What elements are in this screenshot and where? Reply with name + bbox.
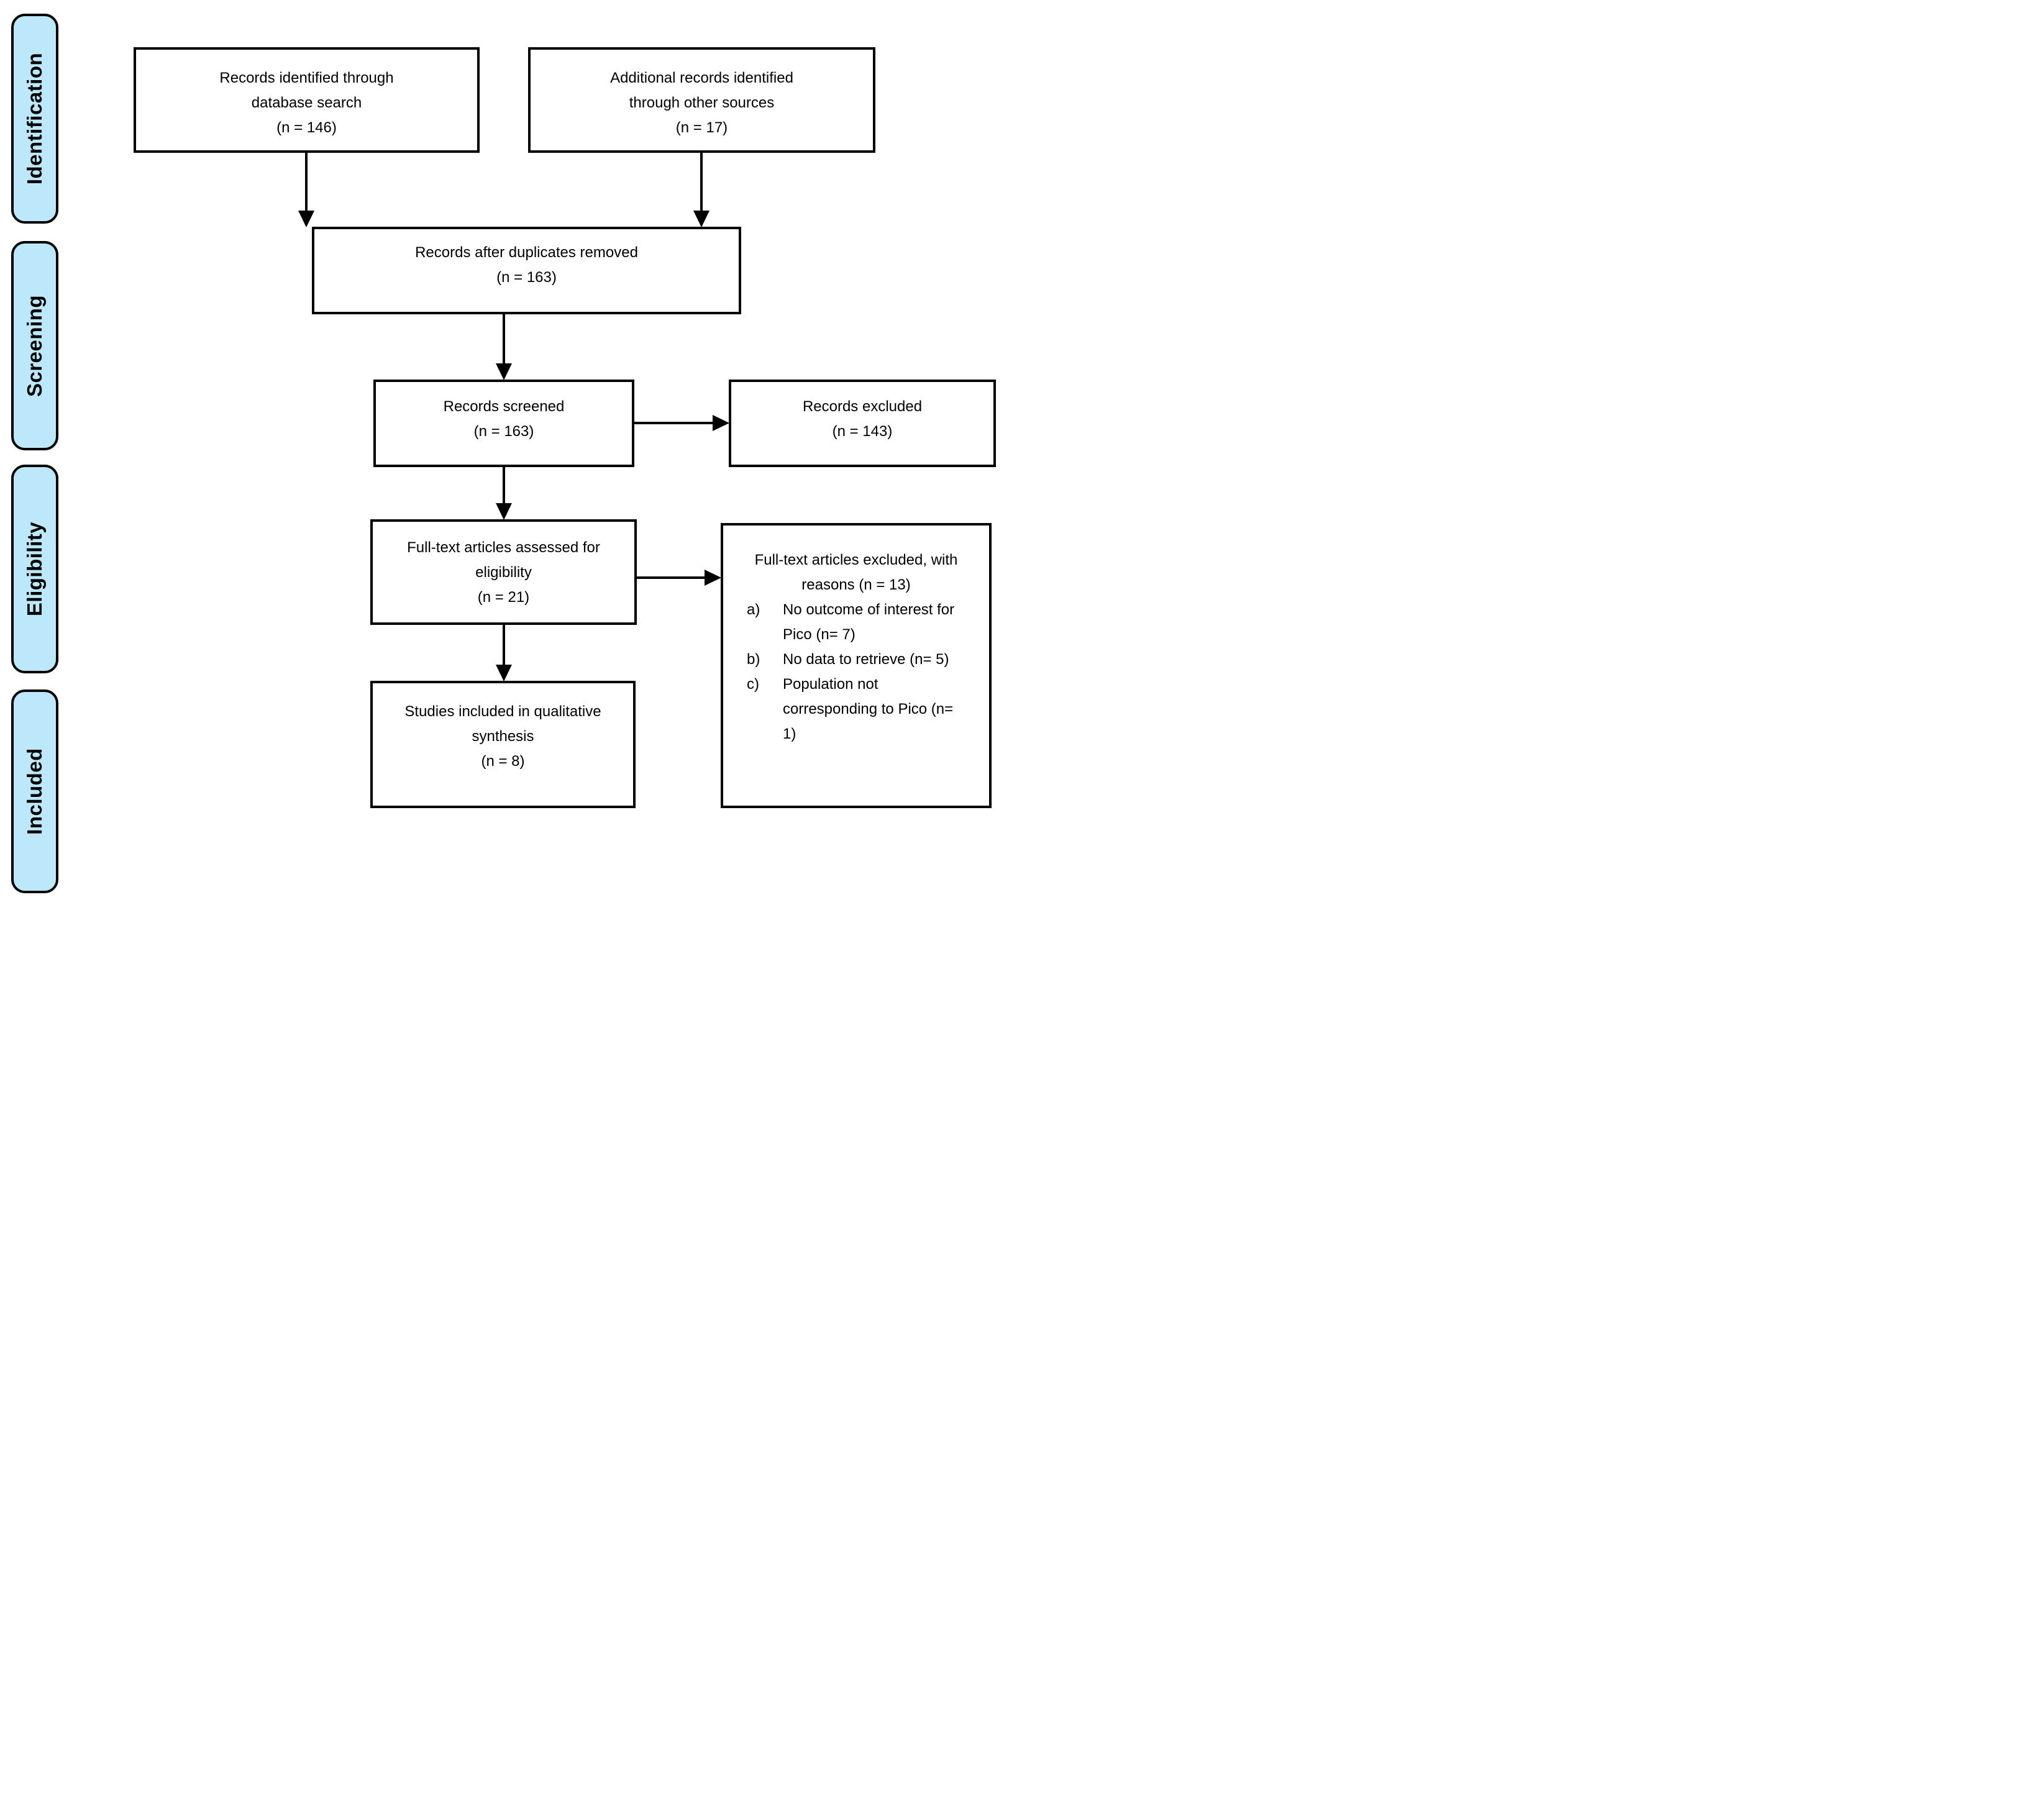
box-records-identified: Records identified through database sear…: [134, 47, 480, 153]
phase-label-identification-text: Identification: [23, 52, 46, 185]
box-fulltext-excluded-line2: reasons (n = 13): [801, 576, 911, 593]
connector-duplicates-to-screened-line: [503, 314, 505, 364]
box-studies-included-line2: synthesis: [472, 728, 534, 745]
box-additional-records-line2: through other sources: [629, 94, 775, 111]
box-duplicates-removed-line1: Records after duplicates removed: [415, 244, 638, 261]
box-duplicates-removed: Records after duplicates removed (n = 16…: [312, 227, 741, 314]
connector-screened-to-excluded-arrowhead: [713, 415, 729, 431]
exclusion-reason-c: c) Population not corresponding to Pico …: [747, 672, 989, 747]
exclusion-reason-a-text: No outcome of interest for Pico (n= 7): [783, 601, 955, 643]
connector-fulltext-to-included-arrowhead: [496, 665, 512, 681]
connector-identified-to-duplicates-arrowhead: [298, 211, 314, 227]
box-studies-included: Studies included in qualitative synthesi…: [370, 681, 636, 808]
prisma-flow-diagram: Identification Screening Eligibility Inc…: [0, 0, 1022, 910]
box-additional-records: Additional records identified through ot…: [528, 47, 875, 153]
exclusion-reason-c-text: Population not corresponding to Pico (n=…: [783, 676, 954, 742]
box-additional-records-count: (n = 17): [675, 119, 728, 136]
exclusion-reason-c-marker: c): [747, 676, 759, 693]
connector-screened-to-fulltext-line: [503, 467, 505, 503]
connector-fulltext-to-excluded-line: [637, 576, 705, 579]
connector-additional-to-duplicates-arrowhead: [693, 211, 709, 227]
box-records-screened-count: (n = 163): [473, 423, 534, 440]
phase-label-screening-text: Screening: [23, 294, 46, 397]
box-records-screened: Records screened (n = 163): [373, 380, 634, 467]
phase-label-screening: Screening: [11, 241, 58, 450]
box-records-identified-count: (n = 146): [276, 119, 337, 136]
exclusion-reason-b-text: No data to retrieve (n= 5): [783, 651, 949, 668]
exclusion-reason-a: a) No outcome of interest for Pico (n= 7…: [747, 598, 989, 647]
box-fulltext-excluded: Full-text articles excluded, with reason…: [721, 523, 992, 808]
box-fulltext-assessed-count: (n = 21): [477, 589, 530, 606]
connector-duplicates-to-screened-arrowhead: [496, 363, 512, 380]
phase-label-included: Included: [11, 689, 58, 893]
phase-label-eligibility-text: Eligibility: [23, 521, 46, 617]
box-duplicates-removed-count: (n = 163): [496, 269, 557, 286]
box-records-excluded-count: (n = 143): [832, 423, 893, 440]
box-fulltext-assessed-line1: Full-text articles assessed for: [407, 539, 600, 556]
exclusion-reason-b: b) No data to retrieve (n= 5): [747, 647, 989, 672]
phase-label-included-text: Included: [23, 748, 46, 835]
phase-label-eligibility: Eligibility: [11, 465, 58, 673]
box-fulltext-assessed: Full-text articles assessed for eligibil…: [370, 519, 637, 625]
connector-screened-to-excluded-line: [634, 422, 713, 424]
box-additional-records-line1: Additional records identified: [610, 70, 793, 86]
exclusion-reason-b-marker: b): [747, 651, 760, 668]
box-studies-included-count: (n = 8): [481, 753, 525, 770]
box-records-identified-line2: database search: [251, 94, 362, 111]
box-studies-included-line1: Studies included in qualitative: [404, 703, 601, 720]
box-fulltext-excluded-line1: Full-text articles excluded, with: [754, 552, 958, 568]
box-records-excluded: Records excluded (n = 143): [729, 380, 996, 467]
box-records-screened-line1: Records screened: [443, 398, 565, 415]
exclusion-reason-a-marker: a): [747, 601, 760, 618]
box-records-excluded-line1: Records excluded: [802, 398, 923, 415]
box-records-identified-line1: Records identified through: [219, 70, 394, 86]
box-fulltext-assessed-line2: eligibility: [475, 564, 532, 581]
exclusion-reason-list: a) No outcome of interest for Pico (n= 7…: [723, 598, 989, 747]
phase-label-identification: Identification: [11, 14, 58, 224]
connector-screened-to-fulltext-arrowhead: [496, 503, 512, 520]
connector-identified-to-duplicates-line: [305, 153, 308, 211]
connector-fulltext-to-included-line: [503, 625, 505, 665]
connector-additional-to-duplicates-line: [700, 153, 703, 211]
connector-fulltext-to-excluded-arrowhead: [705, 570, 721, 586]
